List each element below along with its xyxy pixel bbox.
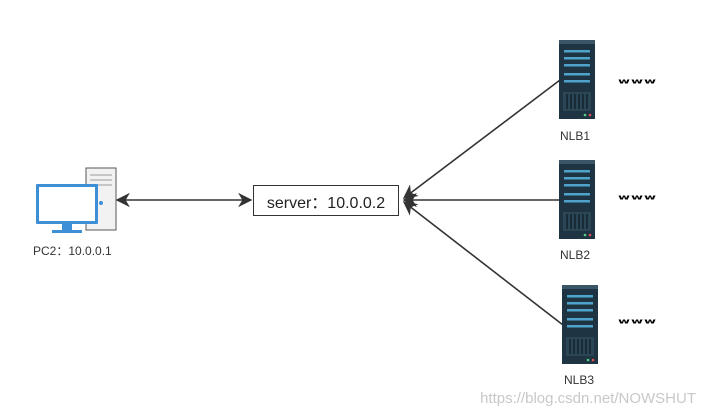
- server-rack-icon-nlb3: [562, 285, 598, 364]
- server-rack-icon-nlb1: [559, 40, 595, 119]
- pc-label: PC2：10.0.0.1: [33, 244, 112, 258]
- nlb1-server-connection: [402, 79, 561, 199]
- www-label-nlb3: www: [618, 317, 658, 326]
- nlb2-label: NLB2: [560, 248, 591, 262]
- server-rack-icon-nlb2: [559, 160, 595, 239]
- watermark: https://blog.csdn.net/NOWSHUT: [480, 390, 696, 407]
- server-node: server：10.0.0.2: [253, 185, 399, 216]
- nlb3-server-connection: [402, 201, 564, 326]
- nlb1-label: NLB1: [560, 129, 591, 143]
- www-label-nlb1: www: [618, 77, 658, 86]
- nlb3-label: NLB3: [564, 373, 595, 387]
- desktop-pc-icon: [36, 167, 117, 233]
- server-label: server：10.0.0.2: [266, 194, 386, 212]
- www-label-nlb2: www: [618, 193, 658, 202]
